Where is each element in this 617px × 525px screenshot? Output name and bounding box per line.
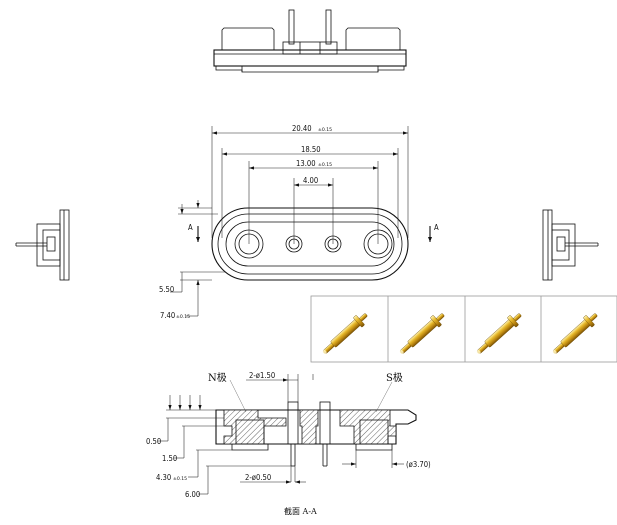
dim-depth: 1.50 — [162, 454, 177, 463]
top-view — [213, 9, 407, 73]
dim-overall-length-tol: ±0.15 — [318, 127, 332, 133]
dim-pogo-dia: (ø3.70) — [406, 460, 431, 469]
dim-height: 5.50 — [159, 285, 174, 294]
right-side-view — [542, 209, 599, 281]
section-caption: 截面 A-A — [284, 506, 317, 516]
dim-total-height: 7.40 — [160, 311, 175, 320]
dim-hole-span-tol: ±0.15 — [318, 162, 332, 168]
label-n-pole: N极 — [208, 371, 227, 384]
dim-pin-length: 6.00 — [185, 490, 200, 499]
dim-hole-dia: 2-ø1.50 — [249, 371, 275, 380]
product-photos — [310, 295, 617, 363]
dim-overall-length: 20.40 — [292, 124, 312, 133]
dim-total-height-tol: ±0.15 — [176, 314, 190, 320]
label-s-pole: S极 — [386, 371, 403, 384]
front-dimensions: 20.40 ±0.15 18.50 13.00 ±0.15 4.00 5.50 — [159, 124, 439, 320]
front-view — [211, 207, 409, 281]
dim-body-depth-tol: ±0.15 — [173, 476, 187, 482]
dim-top-thickness: 0.50 — [146, 437, 161, 446]
section-view: N极 S极 2-ø1.50 0.50 1.50 4.30 ±0.15 6 — [146, 371, 431, 516]
dim-body-depth: 4.30 — [156, 473, 171, 482]
dim-center-pitch: 4.00 — [303, 176, 318, 185]
left-side-view — [15, 209, 70, 281]
section-mark-right: A — [434, 223, 439, 232]
dim-inner-length: 18.50 — [301, 145, 321, 154]
dim-hole-span: 13.00 — [296, 159, 316, 168]
section-mark-left: A — [188, 223, 193, 232]
dim-pin-dia: 2-ø0.50 — [245, 473, 271, 482]
